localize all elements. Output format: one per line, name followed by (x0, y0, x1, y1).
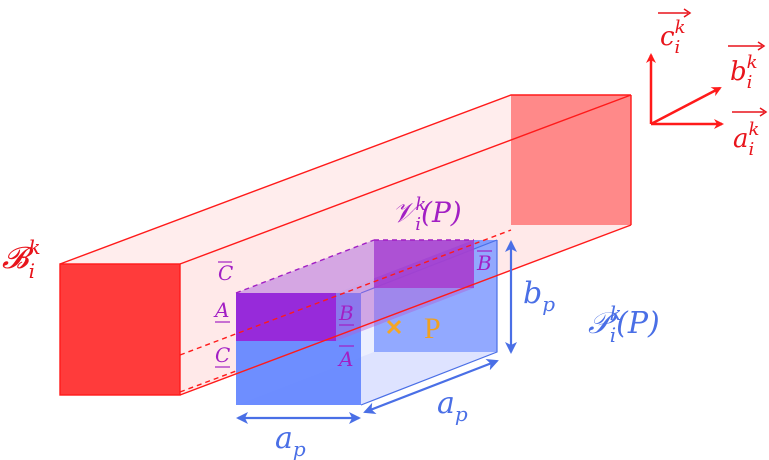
c-under-label: C (215, 343, 230, 367)
a-under-label: A (213, 298, 229, 322)
c-bar-label: C (218, 261, 233, 285)
point-p-cross-icon (386, 319, 402, 335)
purple-volume (235, 239, 474, 341)
purple-top-face (236, 240, 474, 293)
dim-ap-side-arrow (363, 359, 499, 414)
dim-ap-side-label: ap (437, 386, 468, 426)
purple-front-face (236, 293, 336, 341)
red-dashed-lower (179, 370, 237, 393)
point-label: P (424, 312, 441, 345)
purple-side-face (336, 240, 474, 341)
red-prism-top-face (60, 95, 631, 264)
axis-arrows (646, 53, 724, 129)
dimension-arrows (236, 240, 517, 424)
red-prism-back-face (511, 95, 631, 225)
dim-ap-front-label: ap (275, 421, 306, 460)
b-bar-label: B (476, 251, 492, 275)
red-prism-front (59, 94, 632, 396)
axis-b-arrow-icon (650, 86, 722, 126)
b-under-label: B (338, 301, 354, 325)
dim-bp-label: bp (523, 276, 555, 316)
a-bar-label: A (337, 347, 353, 371)
red-prism-front-face (60, 264, 180, 395)
red-dashed-upper (179, 229, 512, 356)
